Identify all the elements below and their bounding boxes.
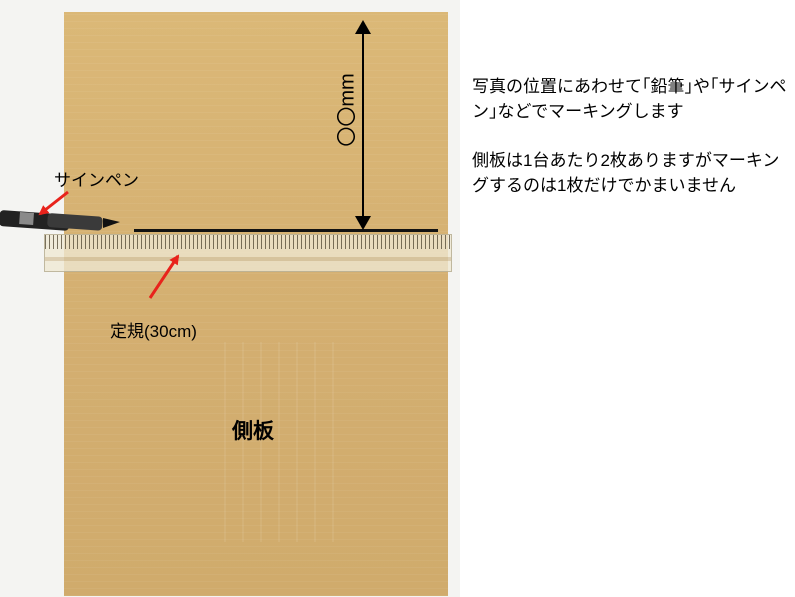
instruction-one-board: 側板は1台あたり2枚ありますがマーキングするのは1枚だけでかまいません <box>472 151 780 195</box>
dimension-text: 〇〇mm <box>336 73 359 147</box>
ruler-arrow <box>148 254 180 299</box>
wood-grain <box>224 342 344 542</box>
instructions: 写真の位置にあわせて｢鉛筆｣や｢サインペン｣などでマーキングします 側板は1台あ… <box>472 74 788 222</box>
side-board-label: 側板 <box>232 420 274 443</box>
photo: サインペン 定規(30cm) 側板 〇〇mm <box>0 0 460 597</box>
ruler <box>44 234 452 272</box>
annotation-layer <box>38 20 371 299</box>
ruler-label: 定規(30cm) <box>110 322 197 341</box>
dimension-label: 〇〇mm <box>335 60 359 160</box>
side-board <box>64 12 448 596</box>
pen-label: サインペン <box>54 171 139 190</box>
ruler-band <box>45 257 451 261</box>
pen-image <box>0 210 120 231</box>
pen-arrow <box>38 190 69 216</box>
ruler-ticks <box>45 235 451 249</box>
marking-line <box>134 229 438 232</box>
instruction-marking: 写真の位置にあわせて｢鉛筆｣や｢サインペン｣などでマーキングします <box>472 77 787 121</box>
